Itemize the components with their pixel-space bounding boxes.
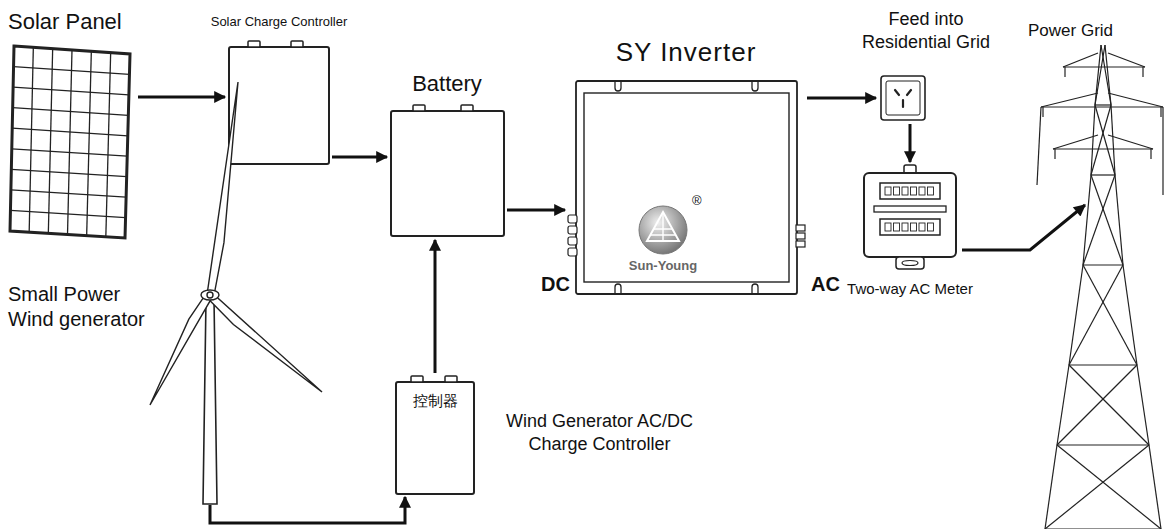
charge-controller: Solar Charge Controller bbox=[228, 40, 330, 165]
flow-arrow bbox=[507, 209, 565, 212]
inverter: SY Inverter®Sun-YoungDCAC bbox=[568, 75, 805, 300]
wind-turbine-art bbox=[120, 80, 330, 505]
node-label: Sun-Young bbox=[629, 258, 697, 274]
two-way-meter: Two-way AC Meter bbox=[860, 165, 960, 270]
node-label: AC bbox=[811, 272, 840, 297]
node-label: Two-way AC Meter bbox=[847, 280, 973, 299]
node-label: Battery bbox=[412, 70, 482, 98]
flow-arrow bbox=[909, 124, 912, 162]
node-label: Power Grid bbox=[1028, 20, 1113, 41]
battery: Battery bbox=[390, 104, 505, 237]
node-label: Wind Generator AC/DC Charge Controller bbox=[492, 410, 707, 455]
node-label: 控制器 bbox=[413, 392, 458, 411]
flow-arrow bbox=[210, 497, 405, 523]
wind-controller: 控制器Wind Generator AC/DC Charge Controlle… bbox=[395, 375, 475, 495]
flow-arrow bbox=[807, 97, 876, 100]
wall-socket-art bbox=[880, 75, 926, 121]
node-label: Small Power Wind generator bbox=[8, 282, 160, 332]
node-label: Solar Charge Controller bbox=[211, 14, 348, 30]
flow-arrow bbox=[332, 156, 387, 159]
charge-controller-art bbox=[228, 40, 330, 165]
two-way-meter-art bbox=[860, 165, 960, 270]
solar-panel: Solar Panel bbox=[8, 45, 132, 240]
node-label: SY Inverter bbox=[616, 36, 757, 69]
node-label: Solar Panel bbox=[8, 8, 122, 36]
node-label: ® bbox=[692, 193, 702, 209]
node-label: DC bbox=[541, 272, 570, 297]
wind-turbine: Small Power Wind generator bbox=[120, 80, 330, 505]
flow-arrow bbox=[434, 240, 437, 373]
flow-arrow bbox=[138, 96, 225, 99]
wall-socket: Feed into Residential Grid bbox=[880, 75, 926, 121]
solar-panel-art bbox=[8, 45, 132, 240]
power-grid-tower: Power Grid bbox=[1035, 45, 1165, 529]
power-grid-tower-art bbox=[1035, 45, 1165, 529]
node-label: Feed into Residential Grid bbox=[851, 8, 1001, 53]
battery-art bbox=[390, 104, 505, 237]
flow-arrow bbox=[962, 205, 1085, 250]
